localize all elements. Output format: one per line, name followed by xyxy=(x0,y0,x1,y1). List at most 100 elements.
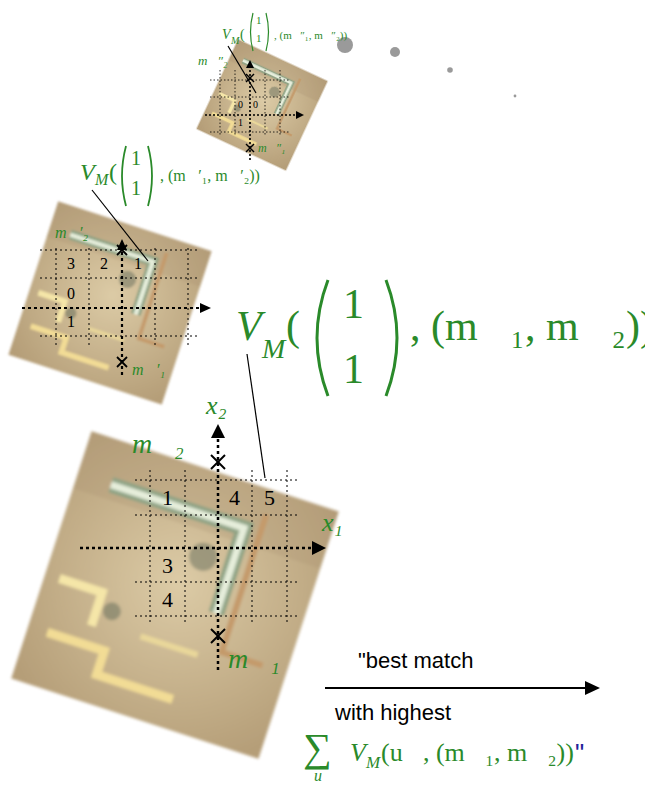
axis xyxy=(312,541,326,555)
cell-number: 0 xyxy=(67,286,75,302)
leader-line xyxy=(228,46,256,93)
formula-symbol: V xyxy=(222,28,231,42)
formula-subscript: M xyxy=(231,36,239,46)
grid-lines xyxy=(56,248,57,345)
formula-text: , (m⃗″₁, m⃗″₂)) xyxy=(274,30,347,41)
grid-lines xyxy=(89,248,90,345)
vector-entry: 1 xyxy=(131,148,141,168)
match-cross xyxy=(117,245,127,367)
axis xyxy=(296,111,304,119)
grid-lines xyxy=(252,470,253,625)
axis xyxy=(80,547,312,550)
vector-bracket xyxy=(148,146,152,206)
axis xyxy=(117,239,127,250)
cell-number: 1 xyxy=(238,118,243,128)
formula-paren: ( xyxy=(240,28,245,42)
vector-entry: 1 xyxy=(343,283,364,325)
continuation-dots xyxy=(514,95,517,98)
formula-paren: ( xyxy=(109,160,117,184)
match-cross xyxy=(117,245,127,255)
chip-image xyxy=(196,39,327,170)
match-cross xyxy=(246,74,254,152)
vector-bracket xyxy=(317,280,328,396)
match-cross xyxy=(117,357,127,367)
cell-number: 5 xyxy=(264,487,275,509)
vector-entry: 1 xyxy=(256,15,262,26)
chip-image xyxy=(11,431,339,759)
vector-bracket xyxy=(122,146,126,206)
result-arrow xyxy=(325,687,586,689)
cell-number: 0 xyxy=(253,100,258,110)
grid-lines xyxy=(150,470,151,625)
result-arrow xyxy=(585,681,600,695)
match-cross xyxy=(117,245,127,255)
grid-lines xyxy=(135,582,300,583)
vector-entry: 1 xyxy=(131,178,141,198)
continuation-dots xyxy=(447,67,453,73)
cell-number: 1 xyxy=(67,314,75,330)
grid-lines xyxy=(40,278,200,279)
grid-lines xyxy=(40,248,200,345)
axis-label: x₂ xyxy=(206,393,227,419)
vector-bracket xyxy=(251,13,254,51)
match-cross xyxy=(211,455,225,643)
cell-number: 3 xyxy=(67,256,75,272)
grid-lines xyxy=(220,70,221,135)
point-label: m⃗₁ xyxy=(228,645,280,673)
formula-subscript: M xyxy=(95,172,108,188)
axis xyxy=(246,60,254,68)
match-cross xyxy=(117,357,127,367)
grid-lines xyxy=(210,97,290,98)
axis xyxy=(200,303,211,313)
match-cross xyxy=(246,144,254,152)
match-cross xyxy=(211,629,225,643)
point-label: m⃗″₁ xyxy=(258,142,285,154)
leader-line xyxy=(92,46,265,478)
formula-subscript: M xyxy=(366,754,380,771)
vector-bracket xyxy=(386,280,397,396)
axis-label: x₁ xyxy=(322,510,343,536)
chip-image xyxy=(8,201,211,404)
axis xyxy=(121,250,123,375)
grid-lines xyxy=(265,70,266,135)
point-label: m⃗₂ xyxy=(132,430,184,458)
match-cross xyxy=(211,455,225,469)
cell-number: 1 xyxy=(162,487,173,509)
vector-entry: 1 xyxy=(343,348,364,390)
formula-subscript: M xyxy=(262,335,285,363)
grid-lines xyxy=(135,515,300,516)
axis xyxy=(80,424,326,670)
leader-line xyxy=(247,354,265,478)
vector-entry: 1 xyxy=(256,33,262,44)
grid-lines xyxy=(188,248,189,345)
quote-mark: " xyxy=(575,740,584,766)
formula-text: , (m⃗′₁, m⃗′₂)) xyxy=(160,168,260,184)
match-cross xyxy=(211,455,225,469)
cell-number: 1 xyxy=(134,256,142,272)
result-arrow xyxy=(325,681,600,695)
point-label: m⃗′₂ xyxy=(55,225,88,241)
cell-number: 4 xyxy=(229,487,240,509)
axis xyxy=(211,424,225,438)
axis xyxy=(22,307,200,309)
vector-bracket xyxy=(122,13,397,396)
cell-number: 0 xyxy=(238,100,243,110)
sum-index: u⃗ xyxy=(314,768,334,784)
leader-line xyxy=(92,190,148,261)
formula-symbol: V xyxy=(80,160,95,184)
grid-lines xyxy=(40,336,200,337)
point-label: m⃗′₁ xyxy=(132,362,165,378)
cell-number: 3 xyxy=(162,555,173,577)
point-label: m⃗″₂ xyxy=(198,54,227,67)
formula-text: , (m⃗₁, m⃗₂)) xyxy=(410,305,645,347)
formula-text: (u⃗, (m⃗₁, m⃗₂)) xyxy=(381,740,574,766)
note-text: with highest xyxy=(335,702,451,724)
match-cross xyxy=(211,629,225,643)
vector-bracket xyxy=(266,13,269,51)
sum-symbol: ∑ xyxy=(303,728,332,768)
note-text: "best match xyxy=(358,650,473,672)
cell-number: 2 xyxy=(100,256,108,272)
formula-symbol: V xyxy=(350,740,366,766)
